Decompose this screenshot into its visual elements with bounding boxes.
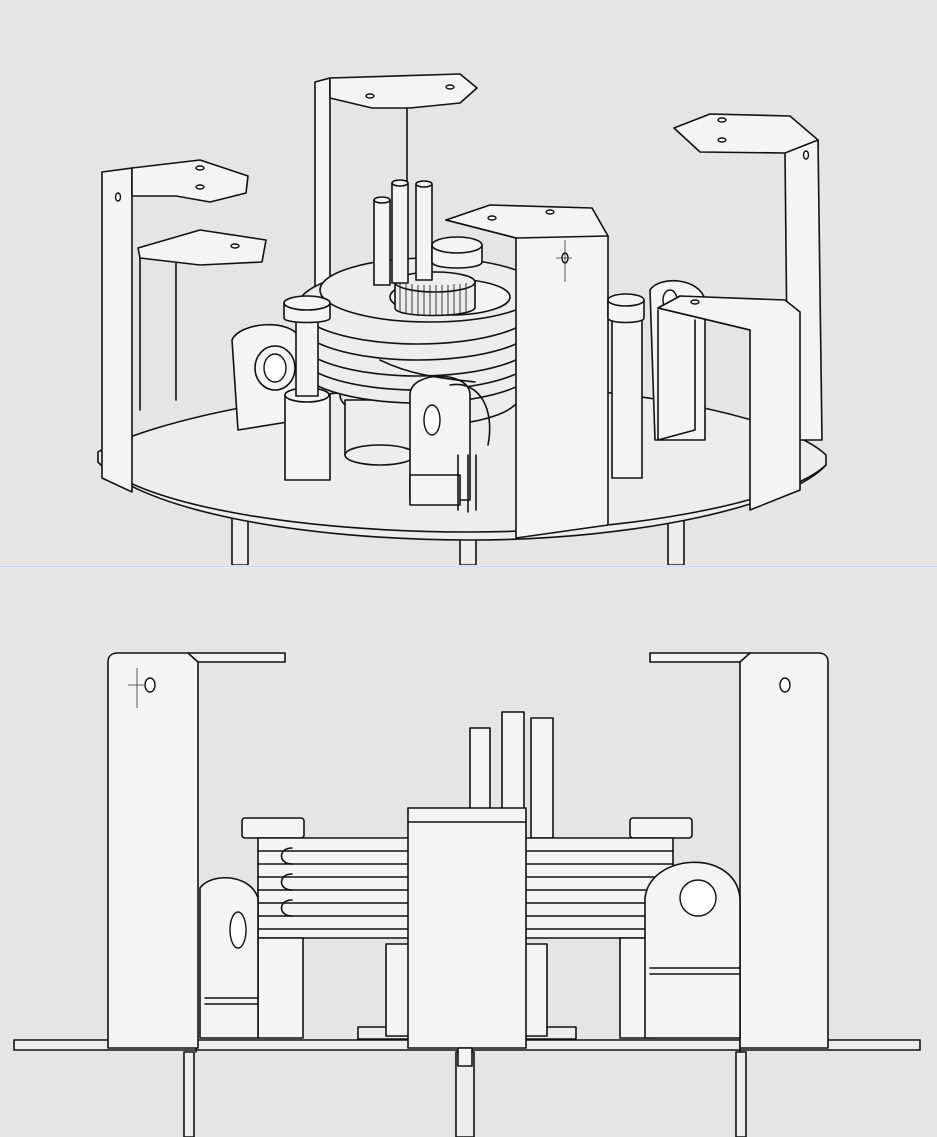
gear [394, 271, 476, 317]
isometric-view [0, 0, 937, 565]
front-elevation-drawing [13, 652, 921, 1137]
spindle-caps [241, 817, 693, 839]
mount-hole [195, 165, 205, 171]
bracket-left [101, 159, 267, 493]
view-divider [0, 565, 937, 568]
pulley-right [607, 279, 706, 479]
isometric-drawing [97, 73, 827, 565]
pulley-left [231, 323, 301, 431]
front-view [0, 568, 937, 1137]
support-legs-front [183, 1051, 747, 1137]
bracket-front-right [445, 204, 609, 539]
pulley-left-front [199, 877, 259, 1039]
bracket-right-front [657, 295, 801, 511]
bracket-rear [314, 73, 478, 291]
top-cap [431, 236, 483, 269]
center-block [407, 807, 527, 1067]
vertical-rods [373, 179, 433, 286]
spindle-left [283, 295, 331, 481]
bracket-left-front [107, 652, 286, 1049]
pulley-right-front [644, 861, 741, 1039]
clevis-front [379, 359, 491, 513]
